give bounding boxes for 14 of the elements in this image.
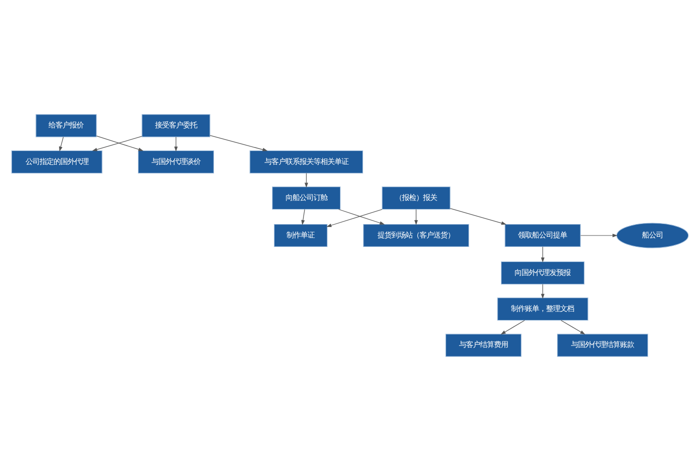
arrow <box>338 208 385 224</box>
arrow <box>540 283 544 298</box>
arrow <box>301 208 305 225</box>
arrow <box>414 208 418 225</box>
arrow <box>500 320 525 334</box>
arrow <box>450 208 506 224</box>
arrow <box>174 136 178 152</box>
arrow <box>304 172 308 188</box>
arrow <box>326 208 382 226</box>
arrow <box>580 233 618 237</box>
arrow <box>560 320 586 334</box>
arrow <box>210 134 268 151</box>
arrow <box>540 246 544 262</box>
arrow <box>59 136 64 152</box>
